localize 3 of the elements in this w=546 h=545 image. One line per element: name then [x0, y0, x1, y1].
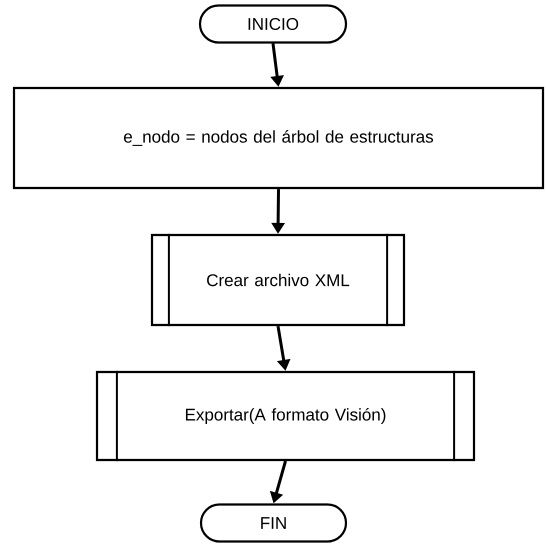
subprocess-box: Exportar(A formato Visión) [96, 370, 476, 462]
subprocess-box: Crear archivo XML [150, 234, 406, 326]
process-box: e_nodo = nodos del árbol de estructuras [12, 86, 544, 190]
